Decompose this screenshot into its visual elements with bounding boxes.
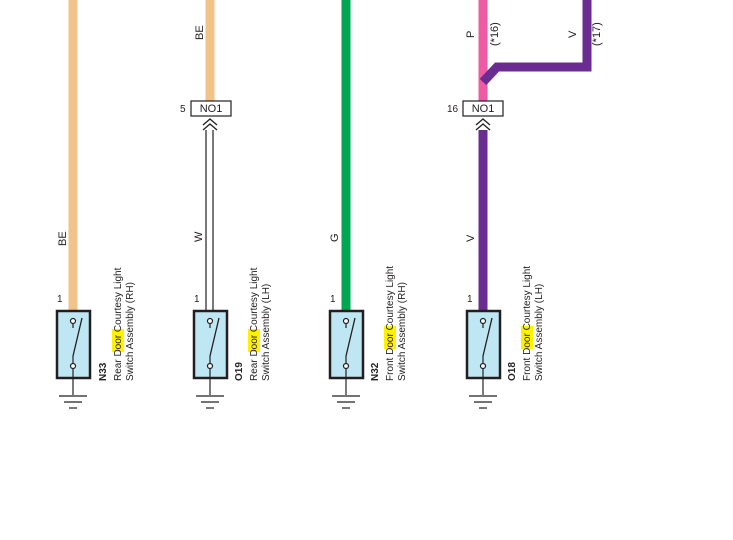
wire-label-v-o18: V: [465, 234, 477, 242]
component-desc2-o18: Switch Assembly (LH): [534, 284, 545, 381]
svg-text:N33: N33: [98, 362, 109, 381]
wire-label-g-n32: G: [329, 233, 341, 242]
connector-chevron-icon: [202, 118, 218, 126]
component-desc-n33: Rear Door Courtesy Light: [112, 267, 124, 381]
svg-text:Switch Assembly (LH): Switch Assembly (LH): [534, 284, 545, 381]
switch-contact-icon: [482, 317, 493, 357]
component-desc2-o19: Switch Assembly (LH): [261, 284, 272, 381]
ground-icon: [332, 395, 360, 409]
component-desc2-n32: Switch Assembly (RH): [397, 282, 408, 381]
switch-pin-number: 1: [57, 294, 63, 305]
svg-text:Front Door Courtesy Light: Front Door Courtesy Light: [522, 266, 533, 381]
svg-text:Rear Door Courtesy Light: Rear Door Courtesy Light: [249, 267, 260, 381]
highlight-door: [112, 329, 124, 352]
wire-label-p-o18: P: [465, 31, 477, 38]
ground-icon: [196, 395, 224, 409]
svg-text:N32: N32: [370, 362, 381, 381]
switch-pin-number: 1: [467, 294, 473, 305]
wire-label-be-top-o19: BE: [194, 25, 206, 40]
connector-pin-number: 16: [447, 104, 459, 115]
switch-contact-icon: [72, 317, 83, 357]
connector-no1-pin5[interactable]: NO1 5: [180, 100, 232, 117]
component-desc-o18: Front Door Courtesy Light: [521, 266, 533, 381]
component-desc2-n33: Switch Assembly (RH): [125, 282, 136, 381]
wire-v-branch-o18[interactable]: [479, 0, 592, 86]
connector-chevron-icon: [475, 118, 491, 126]
ground-icon: [469, 395, 497, 409]
component-label-o19: O19: [234, 362, 245, 381]
wire-label-w-o19: W: [193, 231, 205, 242]
switch-pin-number: 1: [194, 294, 200, 305]
connector-no1-pin16[interactable]: NO1 16: [447, 100, 504, 117]
connector-chevron-icon: [202, 123, 218, 131]
svg-text:Rear Door Courtesy Light: Rear Door Courtesy Light: [113, 267, 124, 381]
svg-text:O18: O18: [507, 362, 518, 381]
component-label-n32: N32: [370, 362, 381, 381]
svg-text:NO1: NO1: [472, 103, 495, 115]
connector-pin-number: 5: [180, 104, 186, 115]
switch-contact-icon: [209, 317, 220, 357]
svg-text:NO1: NO1: [200, 103, 223, 115]
switch-pin-number: 1: [330, 294, 336, 305]
component-label-n33: N33: [98, 362, 109, 381]
wire-label-v-branch: V: [567, 30, 579, 38]
highlight-door: [248, 329, 260, 352]
wire-note-17: (*17): [591, 22, 603, 46]
switch-o19[interactable]: 1: [192, 294, 229, 409]
switch-n32[interactable]: 1: [328, 294, 365, 409]
highlight-door: [521, 326, 533, 349]
component-label-o18: O18: [507, 362, 518, 381]
ground-icon: [59, 395, 87, 409]
svg-text:Switch Assembly (LH): Switch Assembly (LH): [261, 284, 272, 381]
component-desc-o19: Rear Door Courtesy Light: [248, 267, 260, 381]
svg-text:Front Door Courtesy Light: Front Door Courtesy Light: [385, 266, 396, 381]
wire-note-16: (*16): [489, 22, 501, 46]
connector-chevron-icon: [475, 123, 491, 131]
switch-n33[interactable]: 1: [55, 294, 92, 409]
wire-label-be-n33: BE: [57, 231, 69, 246]
highlight-door: [384, 326, 396, 349]
svg-text:O19: O19: [234, 362, 245, 381]
component-desc-n32: Front Door Courtesy Light: [384, 266, 396, 381]
svg-text:Switch Assembly (RH): Switch Assembly (RH): [397, 282, 408, 381]
svg-text:Switch Assembly (RH): Switch Assembly (RH): [125, 282, 136, 381]
switch-contact-icon: [345, 317, 356, 357]
switch-o18[interactable]: 1: [465, 294, 502, 409]
